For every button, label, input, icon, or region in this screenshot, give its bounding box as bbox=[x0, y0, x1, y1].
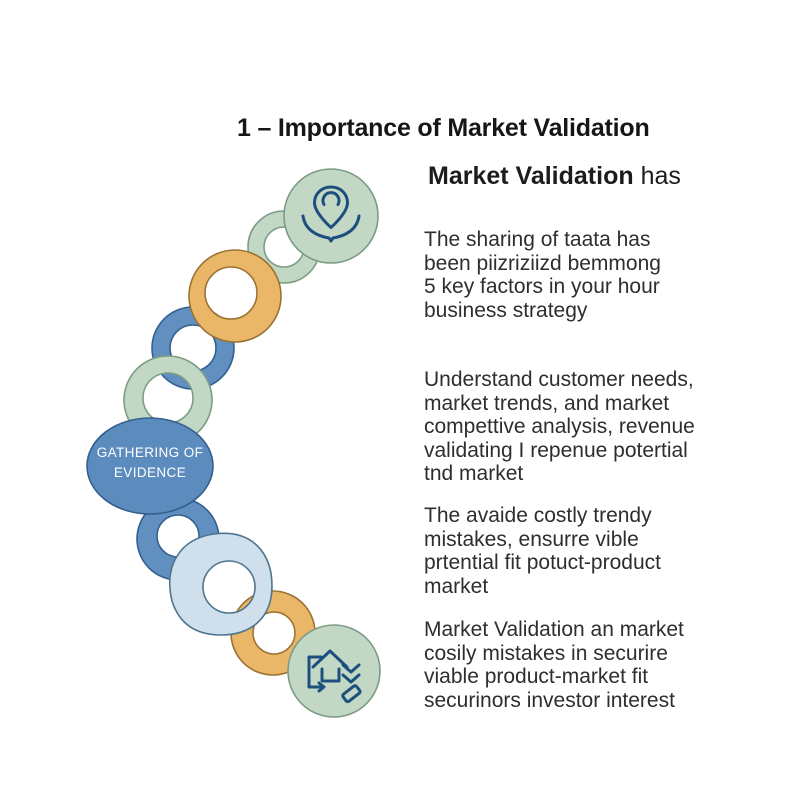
page-title: 1 – Importance of Market Validation bbox=[237, 113, 650, 142]
body-paragraph-4: Market Validation an market cosily mista… bbox=[424, 618, 684, 712]
chain-ring-lightblue-blob bbox=[169, 532, 273, 636]
body-paragraph-1: The sharing of taata has been piizriziiz… bbox=[424, 228, 661, 322]
lede-heading: Market Validation has bbox=[428, 162, 681, 191]
body-paragraph-2: Understand customer needs, market trends… bbox=[424, 368, 695, 485]
top-icon-circle bbox=[283, 168, 379, 264]
body-paragraph-3: The avaide costly trendy mistakes, ensur… bbox=[424, 504, 661, 598]
evidence-node bbox=[86, 417, 214, 515]
evidence-node-label: GATHERING OF EVIDENCE bbox=[96, 445, 204, 481]
lede-heading-bold: Market Validation bbox=[428, 162, 634, 190]
lede-heading-rest: has bbox=[633, 162, 681, 190]
location-pin-map-icon bbox=[301, 185, 361, 243]
bottom-icon-circle bbox=[287, 624, 381, 718]
house-export-icon bbox=[307, 649, 362, 704]
chain-ring-orange-1 bbox=[188, 249, 282, 343]
